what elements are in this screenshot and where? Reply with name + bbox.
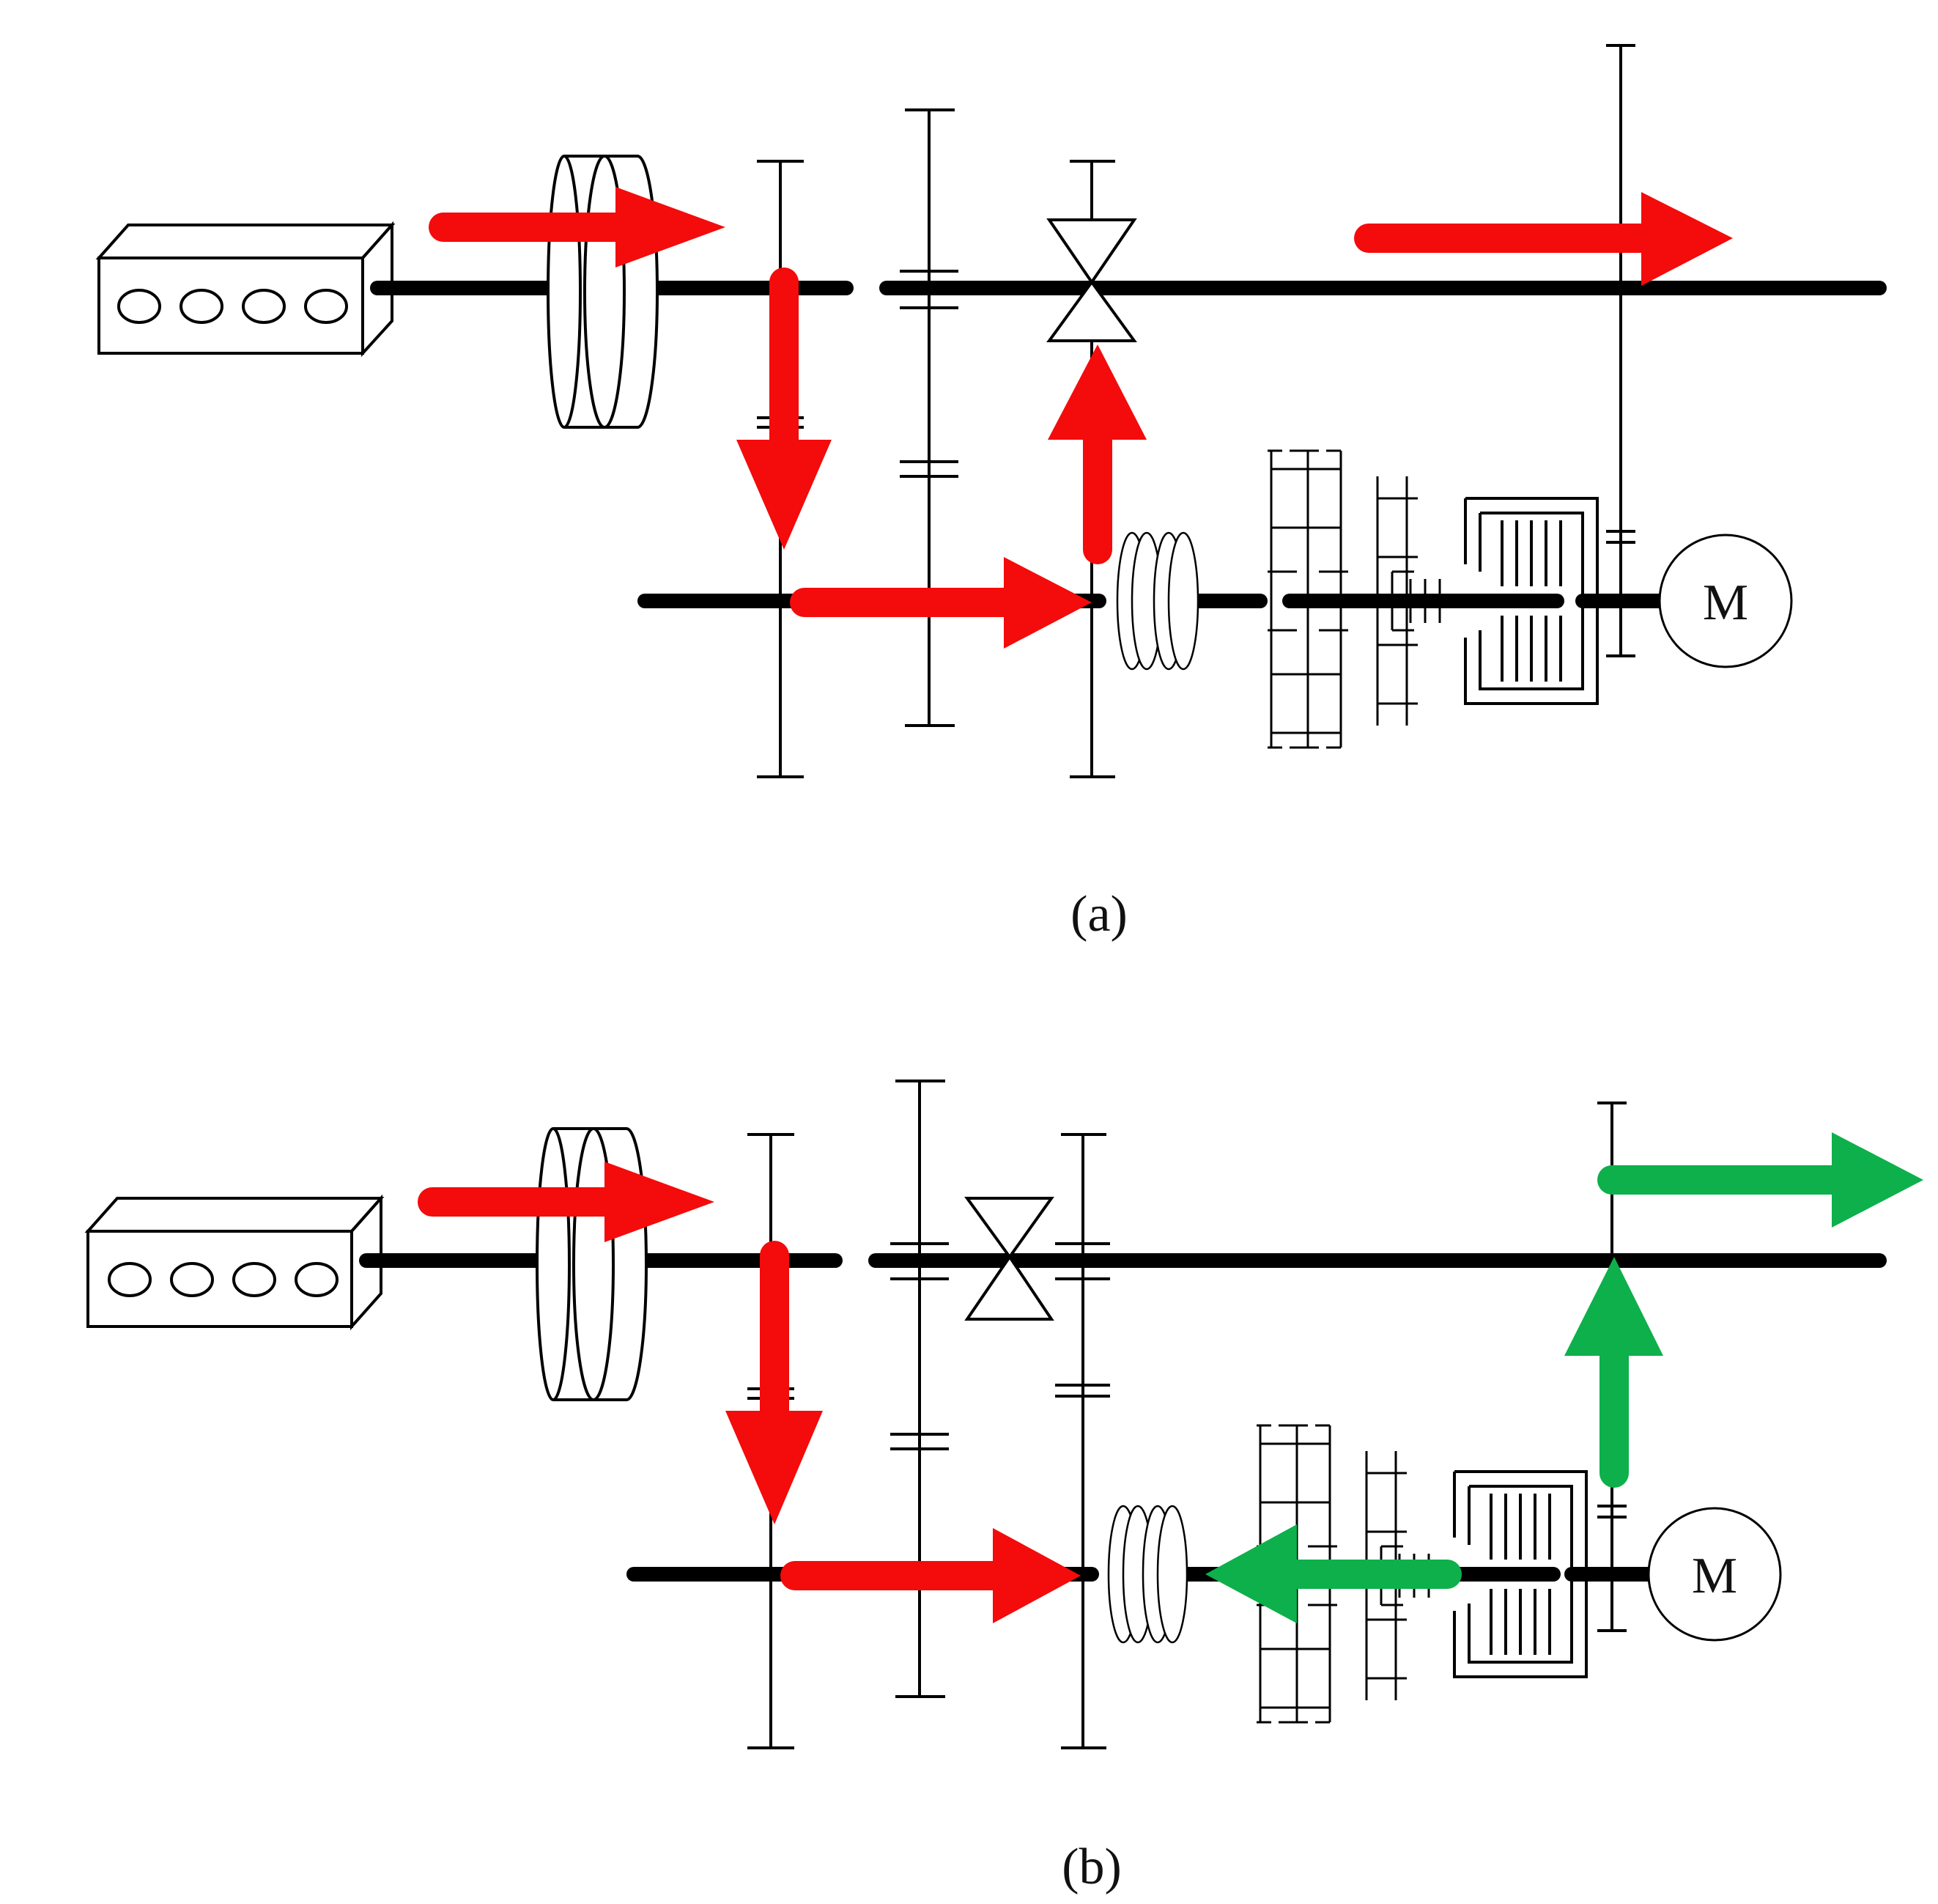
output-gear (1606, 44, 1635, 657)
flow-arrow (725, 1241, 823, 1524)
motor-label: M (1703, 575, 1748, 631)
panel-b: M (b) (84, 1080, 1923, 1895)
panel-caption: (b) (1062, 1839, 1122, 1895)
engine-block (95, 221, 396, 358)
flow-arrow (418, 1162, 714, 1242)
panel-a: M (a) (95, 44, 1887, 942)
gear-2 (900, 108, 958, 727)
planetary-gearset (1268, 449, 1441, 749)
motor: M (1658, 534, 1793, 668)
flow-arrow (736, 267, 832, 550)
flow-arrow (790, 557, 1092, 649)
flywheel (536, 1127, 648, 1401)
flow-arrow (1564, 1257, 1663, 1488)
engine-block (84, 1194, 385, 1331)
flow-arrow (429, 187, 725, 267)
clutch-pack (1464, 497, 1599, 705)
panel-caption: (a) (1070, 886, 1128, 942)
flow-arrow (1205, 1524, 1462, 1623)
flow-arrow (1597, 1132, 1923, 1228)
flow-arrow (780, 1528, 1081, 1623)
gear-3 (1055, 1133, 1110, 1749)
valve-coupler (964, 1197, 1054, 1321)
motor: M (1647, 1507, 1782, 1642)
clutch-discs (1107, 1505, 1188, 1644)
clutch-pack (1453, 1470, 1588, 1678)
motor-label: M (1692, 1548, 1737, 1604)
clutch-discs (1116, 531, 1199, 671)
flow-arrow (1048, 344, 1147, 564)
gear-2 (890, 1080, 949, 1698)
flow-arrow (1354, 192, 1733, 286)
